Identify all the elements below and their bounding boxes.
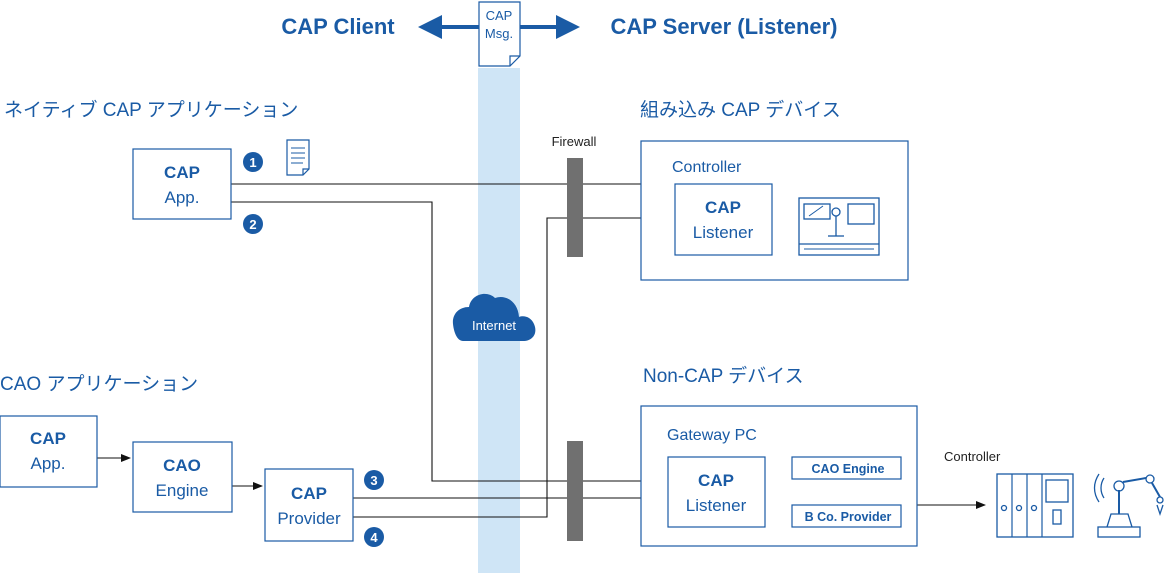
firewall-label: Firewall	[552, 134, 597, 149]
step-3-number: 3	[370, 473, 377, 488]
cao-label: CAO	[163, 456, 201, 475]
controller-label: Controller	[672, 159, 742, 176]
cao-engine-small-label: CAO Engine	[812, 462, 885, 476]
firewall-top	[567, 158, 583, 257]
listener-cap-label: CAP	[705, 198, 741, 217]
cao-engine-small-box	[791, 456, 902, 480]
cap-provider-box	[264, 468, 354, 542]
bco-provider-box	[791, 504, 902, 528]
step-1-badge: 1	[243, 152, 263, 172]
cao-cap-label: CAP	[30, 429, 66, 448]
native-app-label: App.	[165, 188, 200, 207]
message-document-icon: CAP Msg.	[478, 1, 521, 67]
cnc-machine-icon	[798, 197, 880, 256]
provider-label: Provider	[277, 509, 341, 528]
client-title: CAP Client	[281, 14, 395, 39]
cao-app-section-title: CAO アプリケーション	[0, 373, 198, 395]
gateway-cap-label: CAP	[698, 471, 734, 490]
non-cap-device-section-title: Non-CAP デバイス	[643, 365, 804, 387]
native-cap-label: CAP	[164, 163, 200, 182]
step-2-number: 2	[249, 217, 256, 232]
bco-provider-label: B Co. Provider	[805, 510, 892, 524]
firewall-bottom	[567, 441, 583, 541]
internet-label: Internet	[472, 318, 516, 333]
internet-cloud-icon: Internet	[452, 293, 536, 341]
connection-4	[353, 214, 669, 518]
gateway-listener-label: Listener	[686, 496, 747, 515]
gateway-pc-label: Gateway PC	[667, 427, 757, 444]
step-2-badge: 2	[243, 214, 263, 234]
listener-label: Listener	[693, 223, 754, 242]
gateway-cap-listener-box	[667, 456, 766, 528]
step-1-number: 1	[249, 155, 256, 170]
native-cap-app-box	[132, 148, 232, 220]
native-app-section-title: ネイティブ CAP アプリケーション	[4, 98, 298, 121]
embedded-device-section-title: 組み込み CAP デバイス	[640, 99, 841, 121]
plc-controller-icon	[996, 473, 1074, 538]
step-4-badge: 4	[364, 527, 384, 547]
cao-cap-app-box	[0, 415, 98, 488]
controller-2-label: Controller	[944, 449, 1001, 464]
msg-label-1: CAP	[486, 8, 513, 23]
cap-listener-box	[674, 183, 773, 256]
engine-label: Engine	[156, 481, 209, 500]
cao-engine-box	[132, 441, 233, 513]
connection-2	[231, 201, 665, 485]
robot-arm-icon	[1093, 473, 1164, 538]
provider-cap-label: CAP	[291, 484, 327, 503]
msg-label-2: Msg.	[485, 26, 513, 41]
cao-app-label: App.	[31, 454, 66, 473]
step-4-number: 4	[370, 530, 378, 545]
step-3-badge: 3	[364, 470, 384, 490]
document-icon	[286, 139, 310, 176]
server-title: CAP Server (Listener)	[610, 14, 837, 39]
